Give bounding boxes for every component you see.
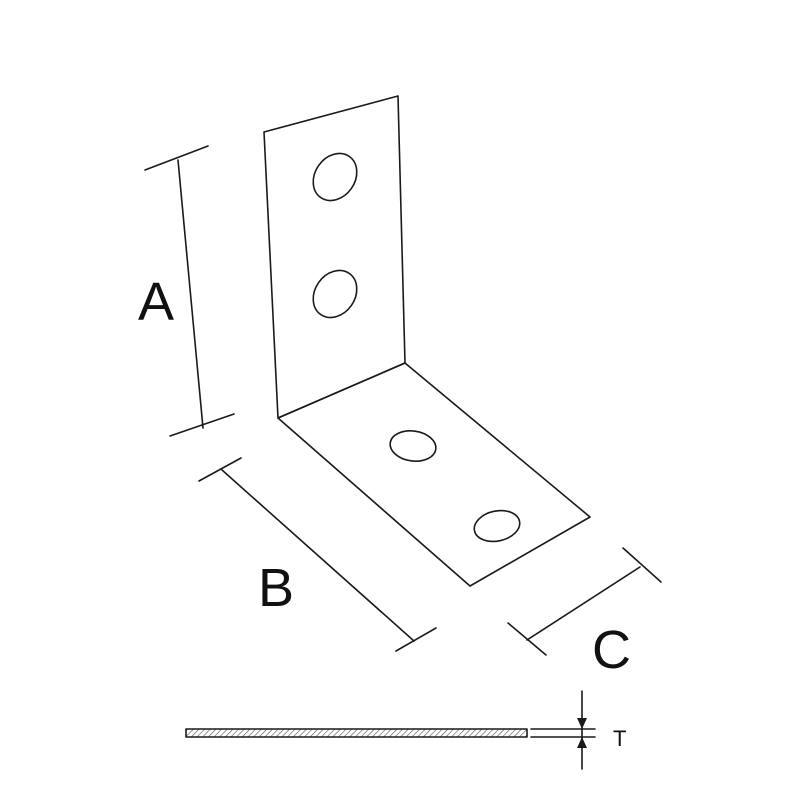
dimension-b [198,457,437,652]
label-b: B [258,558,294,618]
hole-vertical-bottom [312,269,358,319]
hole-vertical-top [312,152,358,202]
arrow-down-icon [577,718,587,729]
dimension-a [144,145,235,437]
dimension-t [530,690,596,770]
dimension-c [507,547,662,656]
label-a: A [138,272,174,332]
label-t: T [613,726,626,751]
thickness-plate [185,728,528,738]
dimension-t-arrows [577,718,587,748]
vertical-leg [263,95,406,419]
hole-horizontal-upper [389,430,437,462]
horizontal-leg [277,362,591,587]
label-c: C [592,620,631,680]
hole-horizontal-lower [473,509,521,543]
arrow-up-icon [577,737,587,748]
